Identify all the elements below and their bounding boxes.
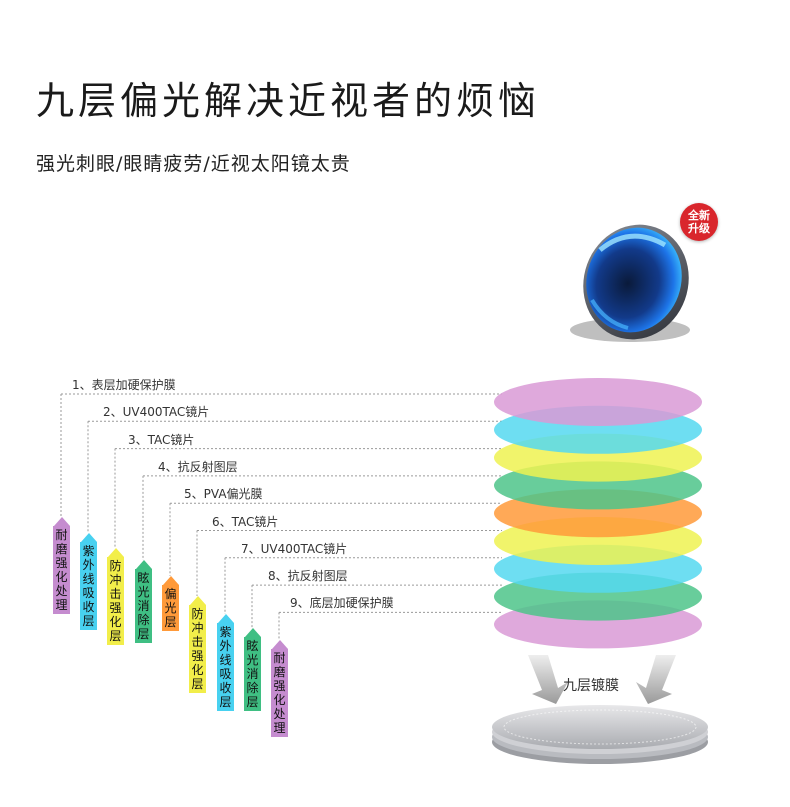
feature-arrow-tip [53,517,70,526]
feature-arrow-label: 紫外线吸收层 [217,623,234,711]
feature-arrow-6: 防冲击强化层 [189,596,206,693]
feature-arrow-5: 偏光层 [162,576,179,631]
feature-arrow-tip [271,640,288,649]
feature-arrow-tip [135,560,152,569]
merge-arrow-right [636,655,676,704]
layer-label-1: 1、表层加硬保护膜 [72,378,176,392]
layer-label-4: 4、抗反射图层 [158,459,238,474]
feature-arrow-tip [217,614,234,623]
lens-layer-stack [494,378,702,649]
feature-arrow-label: 眩光消除层 [244,637,261,711]
new-upgrade-badge: 全新升级 [680,203,718,241]
feature-arrow-label: 眩光消除层 [135,569,152,643]
layer-label-9: 9、底层加硬保护膜 [290,596,394,611]
feature-arrow-tip [244,628,261,637]
feature-arrow-tip [189,596,206,605]
layer-label-5: 5、PVA偏光膜 [184,487,263,502]
feature-arrow-tip [162,576,179,585]
feature-arrow-1: 耐磨强化处理 [53,517,70,614]
feature-arrow-2: 紫外线吸收层 [80,533,97,630]
layer-connector-lines [60,393,502,640]
nine-layer-coating-caption: 九层镀膜 [563,678,619,694]
feature-arrow-8: 眩光消除层 [244,628,261,711]
feature-arrow-9: 耐磨强化处理 [271,640,288,737]
page-title: 九层偏光解决近视者的烦恼 [36,79,541,123]
lens-product-image [570,224,690,342]
feature-arrow-label: 耐磨强化处理 [271,649,288,737]
feature-arrow-label: 防冲击强化层 [189,605,206,693]
layer-label-3: 3、TAC镜片 [128,432,195,447]
feature-arrow-label: 偏光层 [162,585,179,631]
feature-arrow-3: 防冲击强化层 [107,548,124,645]
page-subtitle: 强光刺眼/眼睛疲劳/近视太阳镜太贵 [36,153,351,175]
feature-arrow-tip [80,533,97,542]
merge-arrow-left [528,655,568,704]
feature-arrow-label: 耐磨强化处理 [53,526,70,614]
layer-label-8: 8、抗反射图层 [268,569,348,584]
lens-layer-1 [494,378,702,426]
feature-arrow-label: 紫外线吸收层 [80,542,97,630]
layer-label-7: 7、UV400TAC镜片 [241,541,348,556]
layer-label-2: 2、UV400TAC镜片 [103,405,210,420]
feature-arrow-label: 防冲击强化层 [107,557,124,645]
feature-arrow-4: 眩光消除层 [135,560,152,643]
combined-lens-disc [492,705,708,764]
feature-arrow-tip [107,548,124,557]
feature-arrow-7: 紫外线吸收层 [217,614,234,711]
layer-label-6: 6、TAC镜片 [212,514,279,529]
